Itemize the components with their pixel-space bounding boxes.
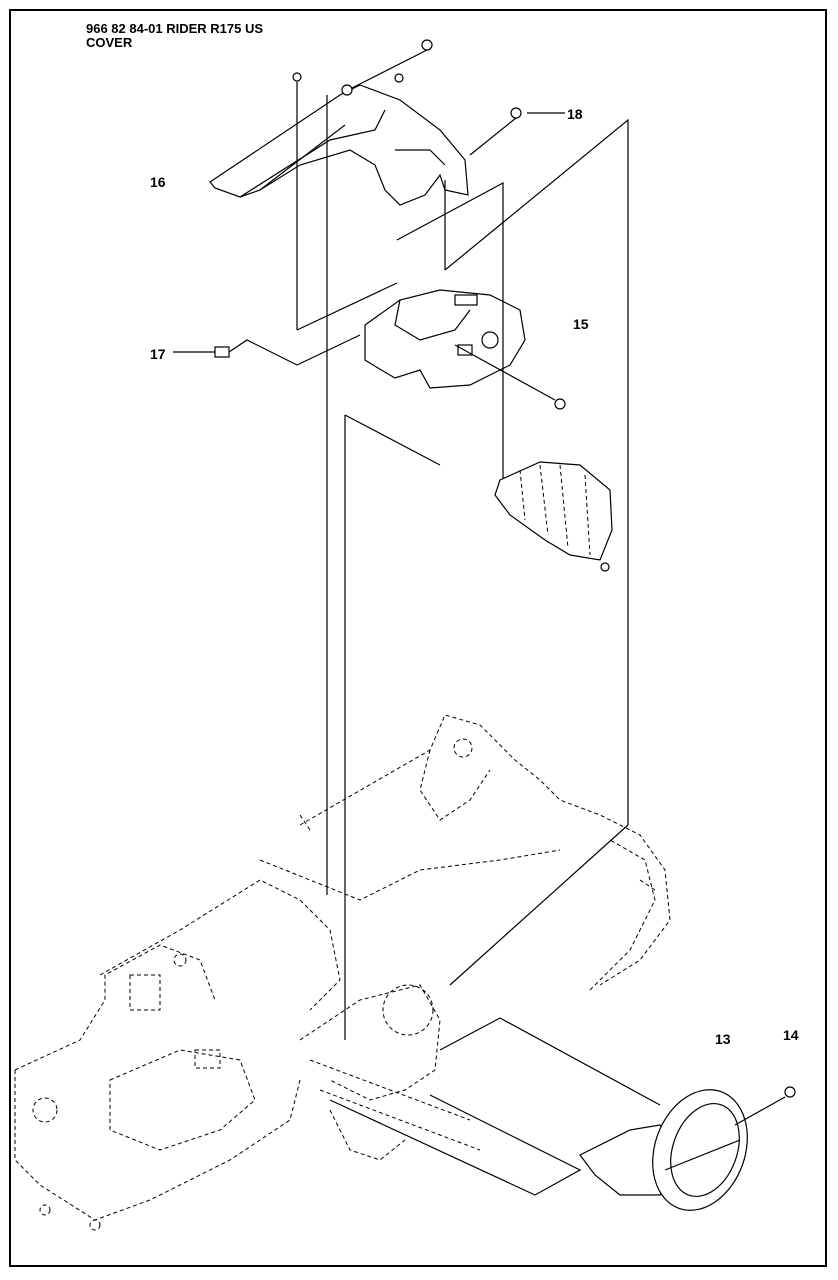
steering-gear-segment <box>494 461 613 572</box>
callout-16: 16 <box>150 174 166 190</box>
callout-18: 18 <box>567 106 583 122</box>
part-16-upper-cover <box>209 84 469 206</box>
screw-fasteners-top <box>292 39 522 119</box>
tractor-chassis-frame <box>14 714 671 1231</box>
part-17-clip <box>173 346 230 358</box>
section-title: COVER <box>86 35 133 50</box>
assembly-guide-lines <box>228 49 629 1040</box>
part-15-lower-cover <box>364 289 526 389</box>
diagram-frame <box>9 9 827 1267</box>
diagram-header: 966 82 84-01 RIDER R175 US COVER <box>86 22 263 50</box>
callout-17: 17 <box>150 346 166 362</box>
callout-13: 13 <box>715 1031 731 1047</box>
model-title: 966 82 84-01 RIDER R175 US <box>86 21 264 36</box>
callout-15: 15 <box>573 316 589 332</box>
screw-lower-cover <box>454 344 566 410</box>
callout-14: 14 <box>783 1027 799 1043</box>
part-14-steering-wheel-cap <box>652 1086 796 1211</box>
part-13-steering-column-cover <box>329 1017 691 1196</box>
